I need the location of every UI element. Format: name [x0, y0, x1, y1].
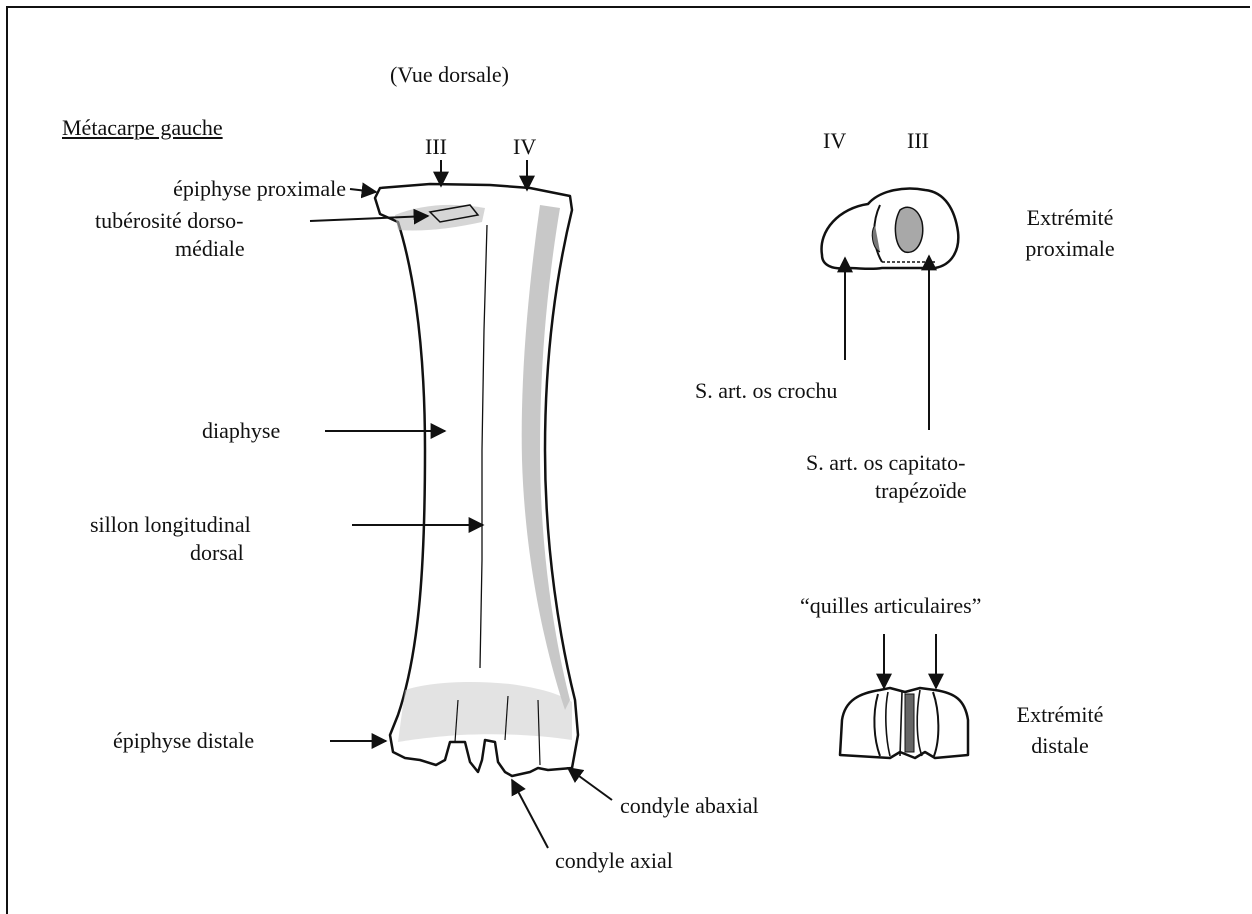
label-III: III: [425, 134, 447, 160]
distal-title-1: Extrémité: [990, 702, 1130, 728]
label-articular-keels: “quilles articulaires”: [800, 593, 981, 619]
label-distal-epiphysis: épiphyse distale: [113, 728, 254, 754]
proximal-label-III: III: [907, 128, 929, 154]
distal-arrows: [884, 634, 936, 688]
metacarpal-bone: [375, 184, 578, 776]
label-groove-2: dorsal: [190, 540, 244, 566]
label-axial-condyle: condyle axial: [555, 848, 673, 874]
label-capitate-surface-2: trapézoïde: [875, 478, 967, 504]
label-proximal-epiphysis: épiphyse proximale: [60, 176, 346, 202]
view-label: (Vue dorsale): [390, 62, 509, 88]
figure-title: Métacarpe gauche: [62, 115, 223, 141]
label-groove-1: sillon longitudinal: [90, 512, 251, 538]
proximal-title-1: Extrémité: [1000, 205, 1140, 231]
distal-title-2: distale: [990, 733, 1130, 759]
label-dorsomedial-tuberosity-1: tubérosité dorso-: [95, 208, 243, 234]
label-capitate-surface-1: S. art. os capitato-: [806, 450, 965, 476]
label-IV: IV: [513, 134, 536, 160]
arrow-axial-condyle: [512, 780, 548, 848]
label-dorsomedial-tuberosity-2: médiale: [175, 236, 245, 262]
distal-end-drawing: [840, 688, 968, 758]
arrow-proximal-epiphysis: [350, 189, 376, 192]
arrow-abaxial-condyle: [568, 768, 612, 800]
proximal-arrows: [845, 256, 929, 430]
proximal-label-IV: IV: [823, 128, 846, 154]
label-hamate-surface: S. art. os crochu: [695, 378, 837, 404]
label-abaxial-condyle: condyle abaxial: [620, 793, 759, 819]
label-diaphysis: diaphyse: [202, 418, 280, 444]
proximal-end-drawing: [822, 189, 959, 269]
proximal-title-2: proximale: [1000, 236, 1140, 262]
